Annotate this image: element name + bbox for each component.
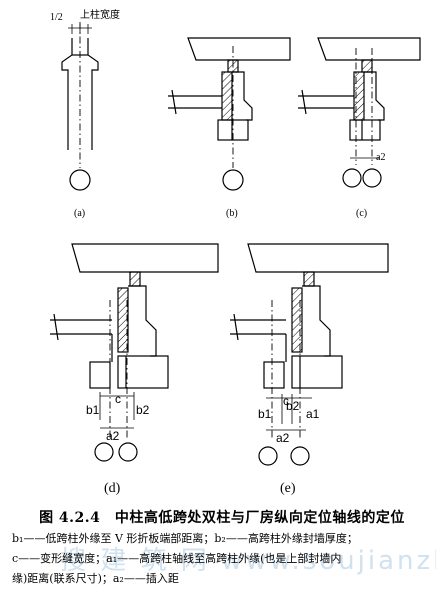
top-column-width-label: 上柱宽度 bbox=[80, 8, 120, 21]
panel-c-label: (c) bbox=[356, 208, 367, 219]
caption-legend-line-1: b₁——低跨柱外缘至 V 形折板端部距离；b₂——高跨柱外缘封墙厚度； bbox=[12, 532, 358, 545]
panel-d-b1-label: b1 bbox=[86, 403, 100, 417]
panel-e-a2-label: a2 bbox=[276, 431, 290, 445]
caption-legend-line-2: c——变形缝宽度；a₁——高跨柱轴线至高跨柱外缘(也是上部封墙内 bbox=[12, 552, 342, 565]
panel-a-label: (a) bbox=[74, 208, 85, 219]
panel-d-c-label: c bbox=[115, 392, 121, 406]
panel-c-a2-label: a2 bbox=[376, 152, 385, 163]
caption-legend-line-3: 缘)距离(联系尺寸)；a₂——插入距 bbox=[12, 572, 179, 585]
panel-e-b2-label: b2 bbox=[286, 399, 300, 413]
caption-title: 图 4.2.4 中柱高低跨处双柱与厂房纵向定位轴线的定位 bbox=[39, 510, 405, 526]
panel-e: c b1 b2 a1 a2 (e) bbox=[230, 243, 389, 496]
watermark: 搜 建 筑 网 www.soujianzhu.cn bbox=[60, 546, 436, 576]
panel-d-b2-label: b2 bbox=[136, 403, 150, 417]
panel-c: a2 (c) bbox=[298, 37, 421, 219]
panel-e-c-label: c bbox=[283, 394, 289, 408]
half-label: 1/2 bbox=[50, 12, 63, 23]
panel-d: c b1 b2 a2 (d) bbox=[50, 243, 219, 496]
figure-caption: 图 4.2.4 中柱高低跨处双柱与厂房纵向定位轴线的定位 b₁——低跨柱外缘至 … bbox=[12, 508, 432, 588]
panel-e-label: (e) bbox=[280, 481, 296, 496]
panel-b-label: (b) bbox=[226, 208, 238, 219]
panel-d-a2-label: a2 bbox=[106, 429, 120, 443]
panel-b: (b) bbox=[168, 37, 291, 219]
panel-a: 1/2 上柱宽度 (a) bbox=[50, 8, 120, 219]
panel-e-a1-label: a1 bbox=[306, 407, 320, 421]
panel-d-label: (d) bbox=[104, 481, 121, 496]
panel-e-b1-label: b1 bbox=[258, 407, 272, 421]
